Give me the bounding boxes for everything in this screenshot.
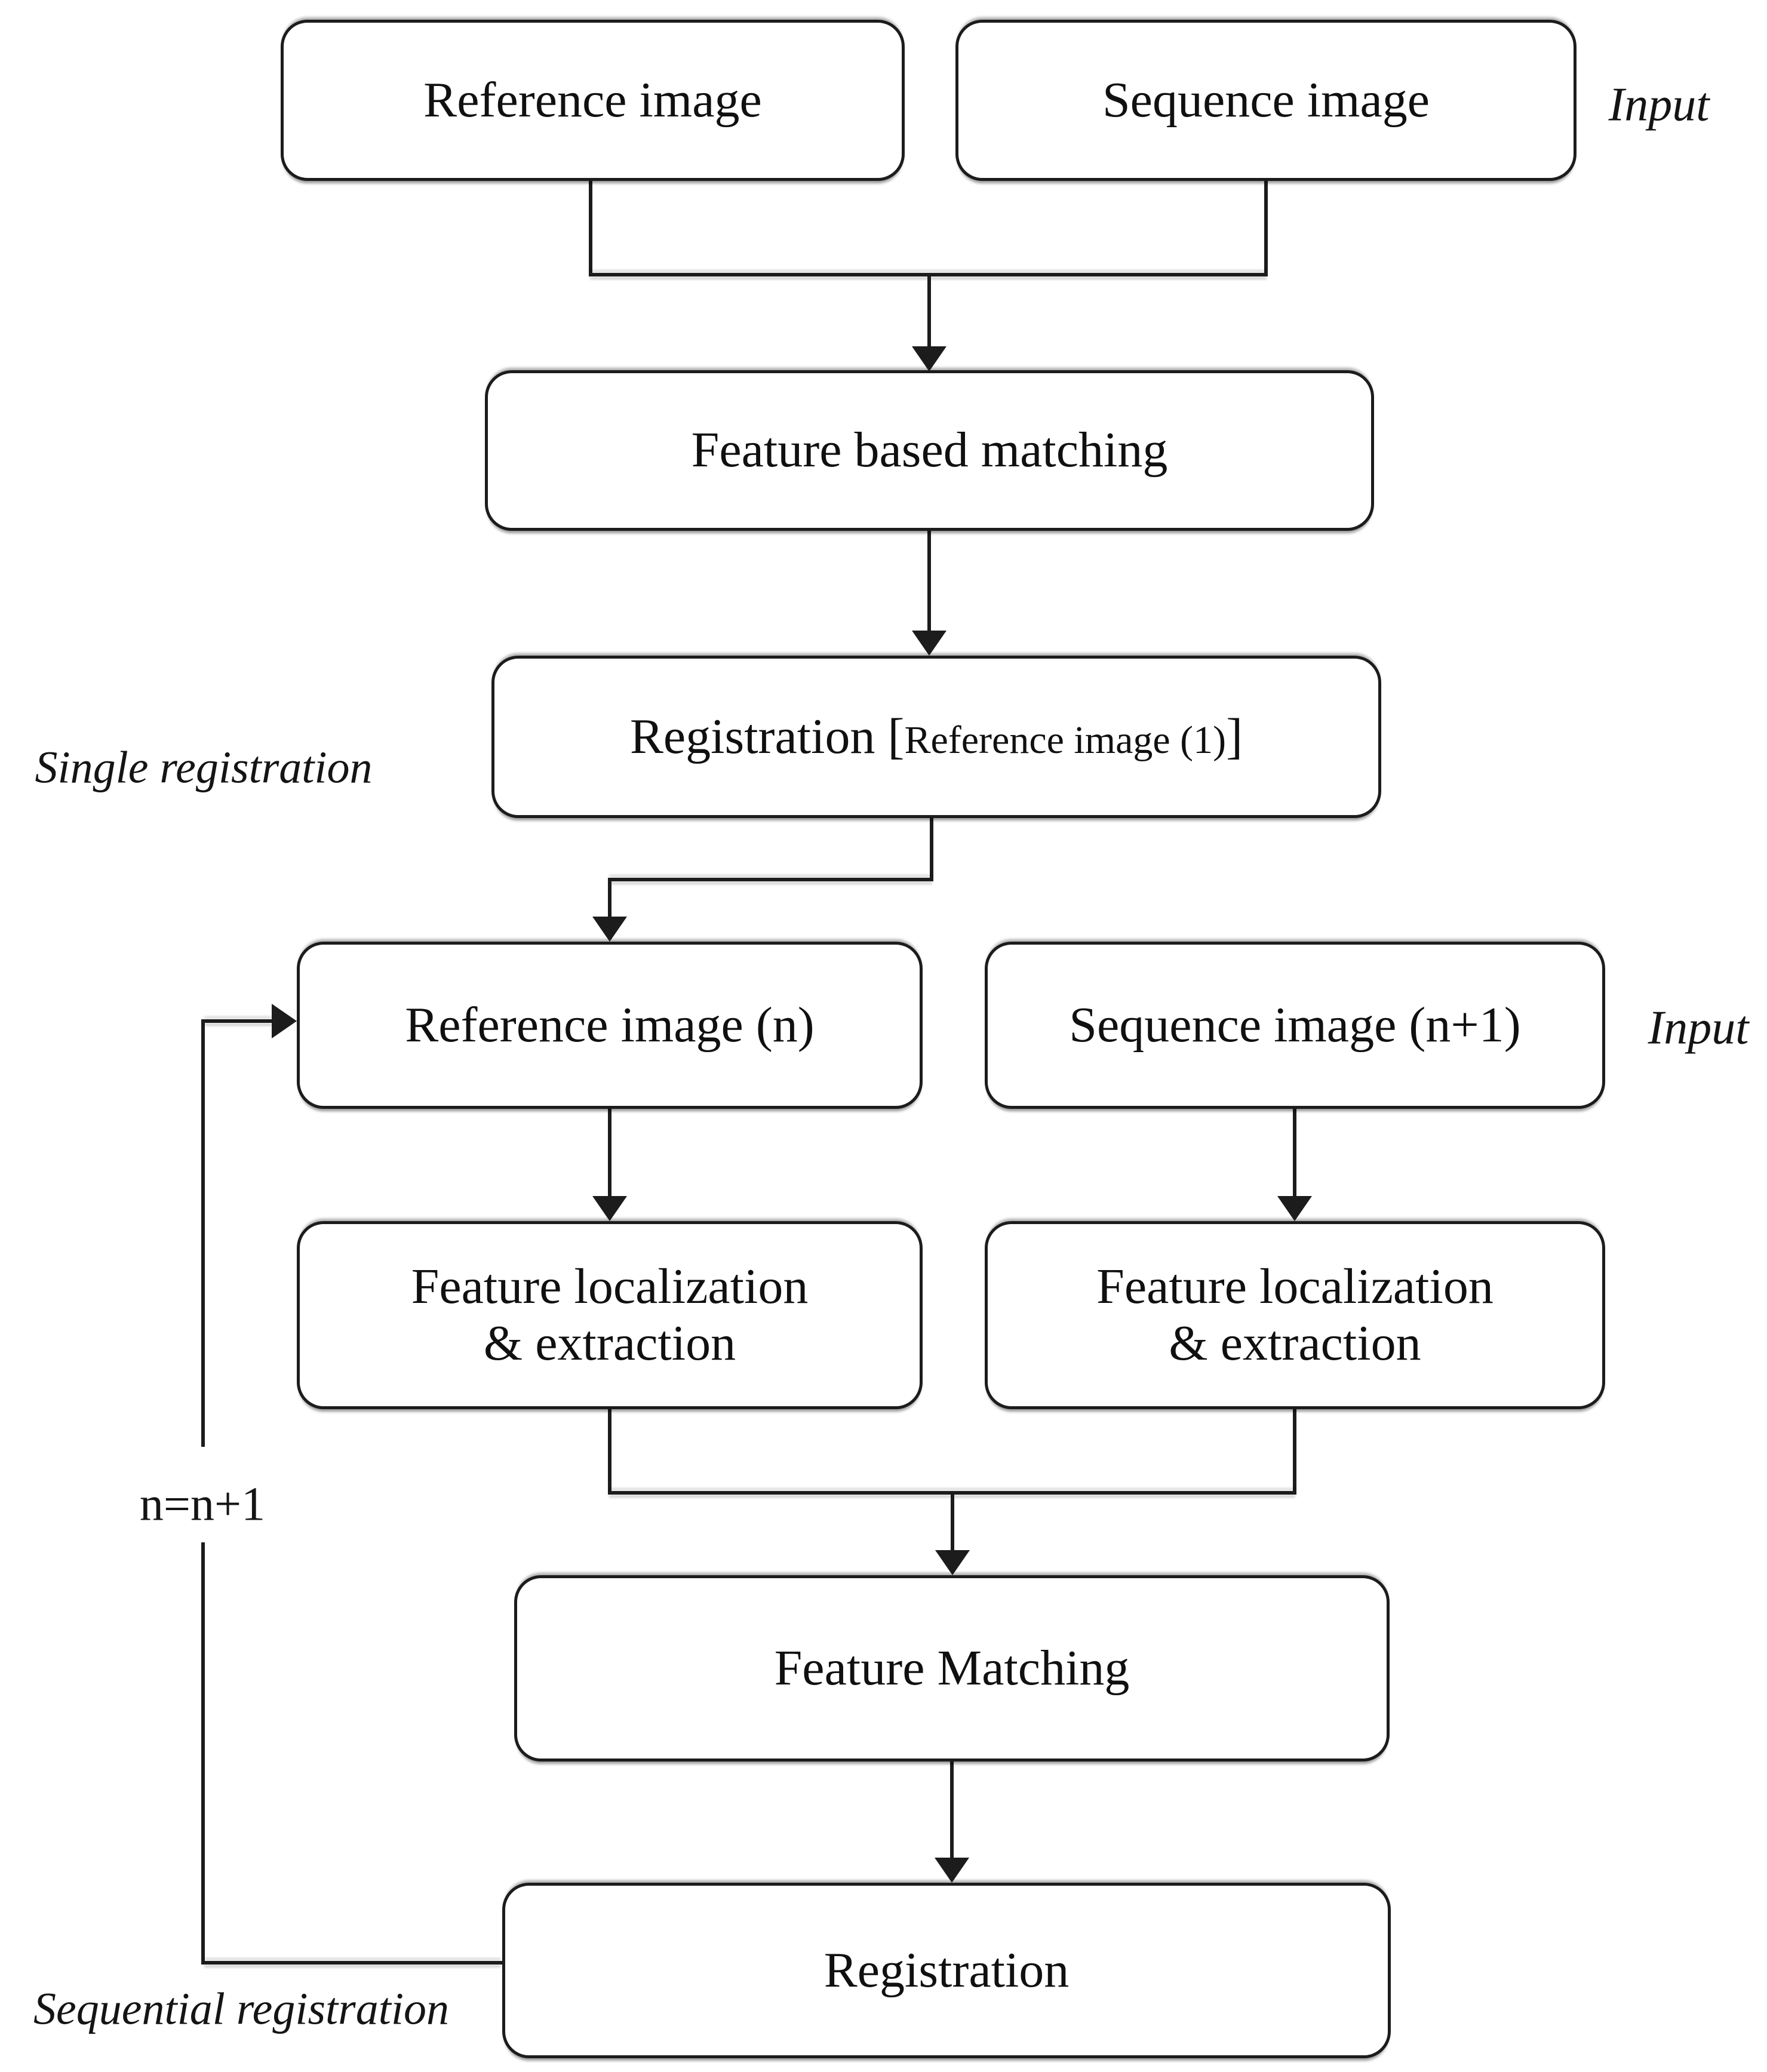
sequential-registration-annotation: Sequential registration xyxy=(33,1984,449,2034)
connector-loop-up-upper xyxy=(201,1019,205,1447)
node-label-line2: & extraction xyxy=(1169,1315,1421,1371)
arrowhead-down-icon xyxy=(912,346,947,371)
node-label: Feature Matching xyxy=(774,1640,1130,1696)
node-registration-single: Registration [ Reference image (1) ] xyxy=(491,656,1381,818)
node-sequence-image-n1: Sequence image (n+1) xyxy=(985,942,1605,1109)
node-label: Sequence image (n+1) xyxy=(1069,997,1521,1053)
connector-ref1-drop xyxy=(589,179,592,276)
node-feature-based-matching: Feature based matching xyxy=(485,370,1374,531)
registration-label-main: Registration [ xyxy=(629,708,905,764)
connector-loop-bottom xyxy=(203,1961,502,1965)
node-label: Registration [ Reference image (1) ] xyxy=(630,709,1243,765)
registration-label-detail: Reference image (1) xyxy=(904,718,1227,762)
connector-fbm-to-registration xyxy=(927,529,931,632)
arrowhead-down-icon xyxy=(935,1858,969,1883)
node-label: Reference image xyxy=(423,72,762,128)
node-label: Sequence image xyxy=(1102,72,1430,128)
loop-counter-label: n=n+1 xyxy=(139,1478,266,1531)
node-label: Registration xyxy=(823,1942,1070,1998)
arrowhead-down-icon xyxy=(935,1550,970,1575)
connector-flexr-drop xyxy=(1293,1407,1296,1495)
connector-loop-into-refn xyxy=(203,1019,273,1023)
node-label: Reference image (n) xyxy=(405,997,815,1053)
arrowhead-down-icon xyxy=(912,631,947,656)
connector-fm-to-registration xyxy=(950,1760,954,1859)
connector-loop-up-lower xyxy=(201,1542,205,1965)
single-registration-annotation: Single registration xyxy=(35,742,373,793)
node-reference-image-n: Reference image (n) xyxy=(297,942,923,1109)
node-sequence-image: Sequence image xyxy=(955,20,1577,181)
connector-seqn-down xyxy=(1293,1107,1296,1198)
input-annotation-middle: Input xyxy=(1648,1001,1749,1055)
registration-label-close: ] xyxy=(1226,708,1243,764)
node-feature-matching: Feature Matching xyxy=(514,1575,1390,1761)
node-feature-localization-right: Feature localization & extraction xyxy=(985,1221,1605,1409)
connector-reg1-down xyxy=(930,816,933,881)
connector-to-fm xyxy=(951,1493,954,1551)
arrowhead-down-icon xyxy=(1277,1196,1312,1221)
arrowhead-down-icon xyxy=(592,917,627,942)
node-label-line1: Feature localization xyxy=(411,1259,809,1315)
node-label-line1: Feature localization xyxy=(1096,1259,1494,1315)
node-reference-image: Reference image xyxy=(281,20,905,181)
connector-to-refn xyxy=(608,878,611,918)
arrowhead-down-icon xyxy=(592,1196,627,1221)
connector-refn-down xyxy=(608,1107,611,1198)
input-annotation-top: Input xyxy=(1608,78,1710,131)
node-label-line2: & extraction xyxy=(483,1315,736,1371)
connector-to-fbm xyxy=(927,275,931,348)
arrowhead-right-icon xyxy=(272,1004,297,1038)
node-registration-final: Registration xyxy=(502,1883,1391,2058)
connector-seq1-drop xyxy=(1264,179,1268,276)
connector-flexl-drop xyxy=(608,1407,611,1495)
node-label: Feature based matching xyxy=(691,422,1168,478)
connector-reg1-elbow xyxy=(608,878,933,881)
node-feature-localization-left: Feature localization & extraction xyxy=(297,1221,923,1409)
